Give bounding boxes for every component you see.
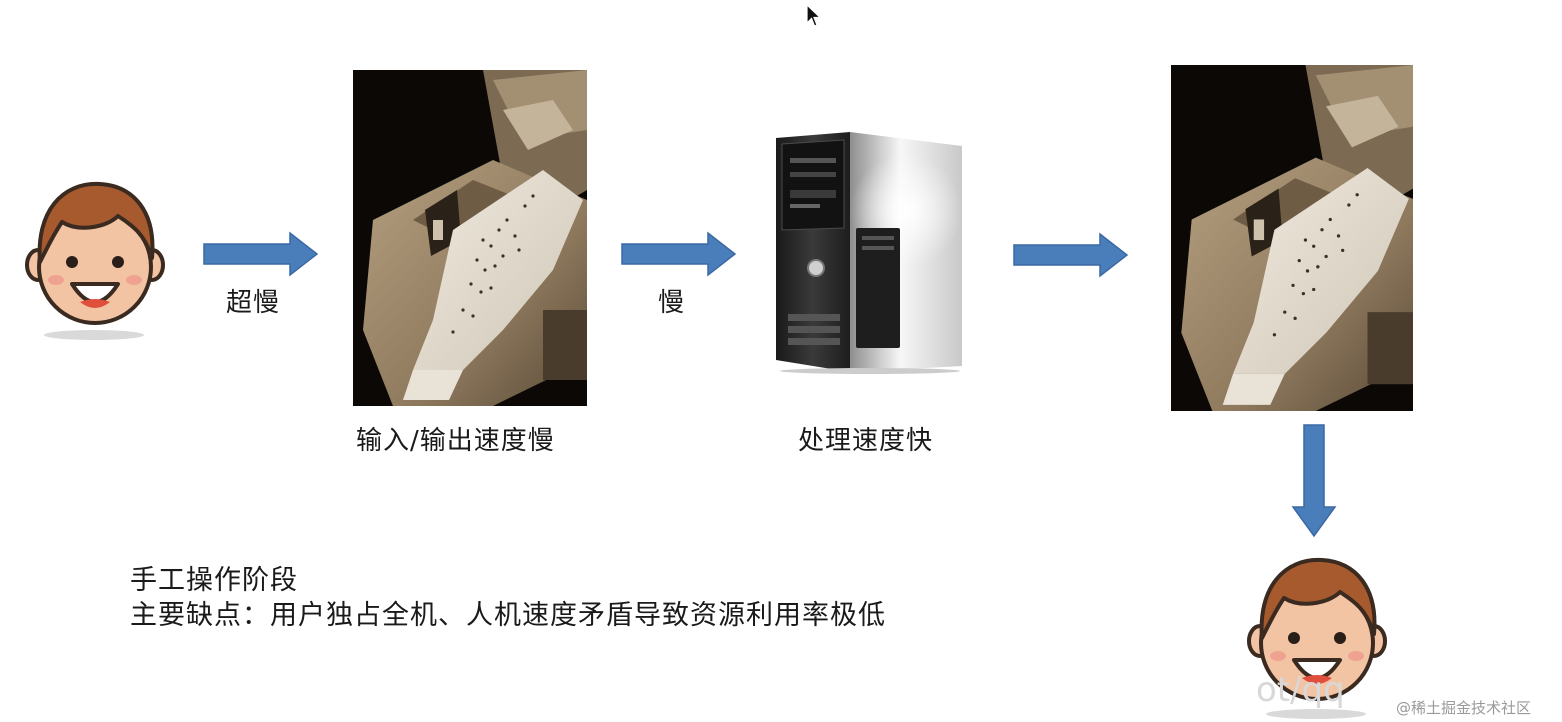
- arrow-right-icon: [621, 231, 737, 277]
- faint-url-text: ot/qq: [1256, 670, 1345, 710]
- arrow-label-user-to-io: 超慢: [226, 288, 281, 318]
- drawback-text: 主要缺点：用户独占全机、人机速度矛盾导致资源利用率极低: [130, 600, 886, 631]
- stage-title: 手工操作阶段: [130, 565, 298, 596]
- user-face-icon: [1247, 557, 1387, 719]
- caption-computer: 处理速度快: [798, 426, 934, 456]
- user-face-icon: [25, 181, 165, 340]
- punched-tape-reader-image: [353, 70, 587, 406]
- computer-tower-icon: [776, 132, 962, 374]
- caption-io-device: 输入/输出速度慢: [356, 426, 555, 456]
- arrow-right-icon: [1013, 232, 1129, 278]
- arrow-down-icon: [1291, 424, 1337, 538]
- punched-tape-reader-image: [1171, 65, 1413, 411]
- arrow-label-io-to-cpu: 慢: [658, 288, 686, 318]
- mouse-cursor-icon: [806, 4, 822, 27]
- watermark: @稀土掘金技术社区: [1396, 699, 1532, 717]
- arrow-right-icon: [203, 231, 319, 277]
